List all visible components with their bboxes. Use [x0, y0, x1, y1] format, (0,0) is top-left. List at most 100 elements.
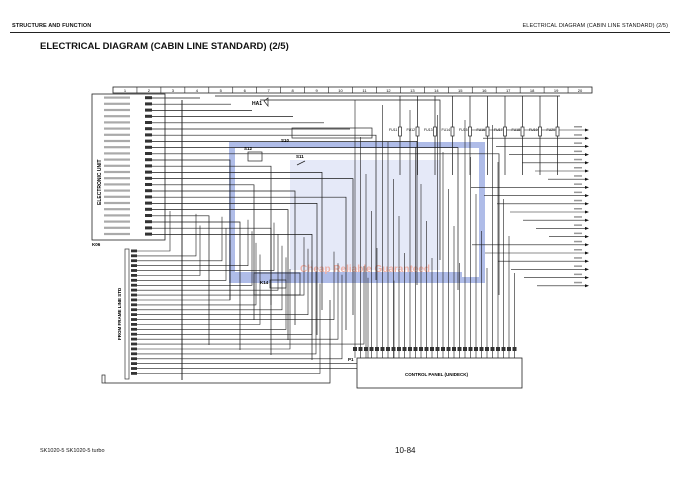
unit-pin-label	[104, 226, 130, 229]
connector-pin	[145, 152, 152, 155]
frame-line-connector: FROM FRAME LINE STD	[101, 248, 130, 384]
fuse-label: FU19	[529, 128, 538, 132]
control-panel-label: CONTROL PANEL (UNIDECK)	[405, 372, 469, 377]
unit-pin-label	[104, 177, 130, 180]
unit-pin-label	[104, 139, 130, 143]
arrow-icon	[585, 169, 589, 173]
header-section: STRUCTURE AND FUNCTION	[12, 23, 92, 29]
wire-label	[574, 183, 582, 185]
arrow-icon	[585, 235, 589, 239]
connector-pin	[145, 207, 152, 211]
page-number: 10-84	[395, 446, 416, 455]
connector-pin	[131, 283, 137, 287]
column-number-12: 12	[386, 88, 391, 93]
control-panel-pin	[490, 347, 495, 351]
switch-s10: S10	[281, 127, 373, 143]
frame-line-label: FROM FRAME LINE STD	[117, 287, 122, 340]
fuse-label: FU20	[547, 128, 556, 132]
connector-pin	[131, 274, 137, 277]
wire	[137, 263, 339, 340]
fuse-icon	[538, 126, 542, 137]
column-number-9: 9	[315, 88, 318, 93]
wire	[137, 222, 275, 271]
column-number-20: 20	[578, 88, 583, 93]
connector-pin	[131, 342, 137, 346]
connector-pin	[131, 372, 137, 375]
wire-label	[574, 224, 582, 226]
connector-pin	[145, 114, 152, 118]
control-panel-pin	[474, 347, 478, 351]
control-panel-pin	[386, 347, 390, 351]
wire	[137, 260, 313, 335]
connector-pin	[131, 303, 137, 307]
column-number-11: 11	[362, 88, 367, 93]
wire	[137, 225, 201, 276]
arrow-icon	[585, 153, 589, 157]
fuse-icon	[555, 126, 560, 137]
connector-pin	[131, 278, 137, 282]
wire-label	[574, 281, 582, 284]
control-panel-pin	[413, 347, 418, 351]
connector-pin	[145, 96, 152, 100]
column-number-17: 17	[506, 88, 511, 93]
column-number-4: 4	[196, 88, 199, 93]
connector-pin	[131, 323, 137, 326]
wire-label	[574, 257, 582, 259]
unit-pin-label	[104, 158, 130, 161]
wire	[152, 153, 500, 295]
arrow-icon	[585, 267, 589, 271]
wire	[137, 271, 317, 355]
connector-pin	[131, 332, 137, 336]
arrow-icon	[585, 194, 589, 198]
control-panel-pin	[435, 347, 440, 351]
unit-pin-label	[104, 146, 130, 149]
fuse-icon	[398, 126, 402, 137]
switch-s11: S11	[296, 154, 306, 166]
connector-pin	[145, 133, 152, 137]
fuse-label: FU13	[424, 128, 433, 132]
connector-pin	[131, 288, 137, 292]
arrow-icon	[585, 144, 589, 148]
wire	[137, 219, 249, 267]
wire	[260, 99, 441, 260]
control-panel-pin	[364, 347, 368, 351]
connector-pin	[145, 170, 152, 174]
arrow-icon	[585, 128, 589, 132]
control-panel-pin	[397, 347, 401, 351]
wire	[152, 159, 231, 300]
unit-pin-label	[104, 232, 130, 236]
wire-label	[574, 191, 582, 194]
unit-pin-label	[104, 102, 130, 105]
wire	[137, 254, 261, 325]
connector-pin	[145, 127, 152, 131]
arrow-icon	[585, 136, 589, 140]
wire	[152, 221, 241, 350]
column-number-16: 16	[482, 88, 487, 93]
wire-label	[574, 158, 582, 161]
wire	[137, 211, 171, 252]
wire	[137, 266, 365, 345]
arrow-icon	[585, 185, 589, 189]
wire-label	[574, 240, 582, 243]
connector-pin	[131, 367, 137, 370]
wire	[137, 228, 227, 281]
unit-pin-label	[104, 183, 130, 186]
connector-pin	[145, 102, 152, 106]
wire-label	[574, 150, 582, 153]
s11-label: S11	[296, 154, 304, 159]
wire	[152, 196, 347, 330]
wire-label	[574, 265, 582, 267]
fuse-label: FU17	[494, 128, 503, 132]
column-number-6: 6	[244, 88, 247, 93]
unit-pin-label	[104, 214, 130, 217]
wiring	[104, 95, 589, 384]
wire	[137, 245, 283, 311]
control-panel-pin	[468, 347, 473, 351]
wire	[152, 203, 318, 335]
fuse-icon	[415, 126, 420, 137]
column-number-15: 15	[458, 88, 463, 93]
electronic-unit-label: ELECTRONIC UNIT	[97, 159, 103, 205]
connector-pin	[131, 308, 137, 312]
k14-label: K14	[260, 280, 269, 285]
